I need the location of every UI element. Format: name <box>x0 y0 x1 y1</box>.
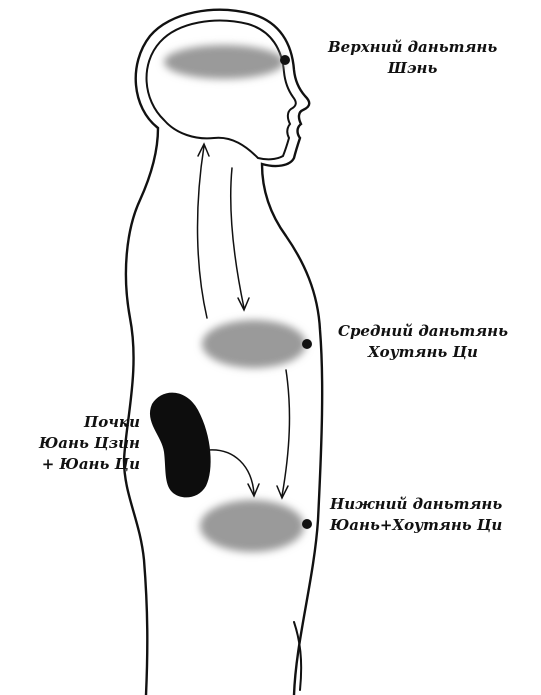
middle-dantian <box>202 320 306 368</box>
kidneys-substance-1: Юань Цзин <box>8 433 140 454</box>
middle-to-lower-arrow <box>282 370 289 496</box>
descending-flow-arrow <box>231 168 244 308</box>
kidneys-label: Почки Юань Цзин + Юань Ци <box>8 412 140 475</box>
kidney-shape <box>150 393 211 498</box>
lower-dantian-name: Нижний даньтянь <box>330 494 502 515</box>
middle-dantian-name: Средний даньтянь <box>338 321 508 342</box>
upper-dantian-label: Верхний даньтянь Шэнь <box>328 37 497 79</box>
upper-dantian-dot <box>280 55 290 65</box>
middle-dantian-dot <box>302 339 312 349</box>
upper-dantian-substance: Шэнь <box>328 58 497 79</box>
lower-dantian <box>200 500 304 552</box>
lower-dantian-label: Нижний даньтянь Юань+Хоутянь Ци <box>330 494 502 536</box>
middle-dantian-label: Средний даньтянь Хоутянь Ци <box>338 321 508 363</box>
head-inner-outline <box>147 21 296 160</box>
kidney-to-lower-arrow <box>208 450 254 494</box>
upper-dantian-name: Верхний даньтянь <box>328 37 497 58</box>
kidneys-name: Почки <box>8 412 140 433</box>
middle-dantian-substance: Хоутянь Ци <box>338 342 508 363</box>
upper-dantian <box>164 45 284 79</box>
kidneys-substance-2: + Юань Ци <box>8 454 140 475</box>
lower-dantian-substance: Юань+Хоутянь Ци <box>330 515 502 536</box>
lower-dantian-dot <box>302 519 312 529</box>
ascending-flow-arrow <box>198 146 207 318</box>
